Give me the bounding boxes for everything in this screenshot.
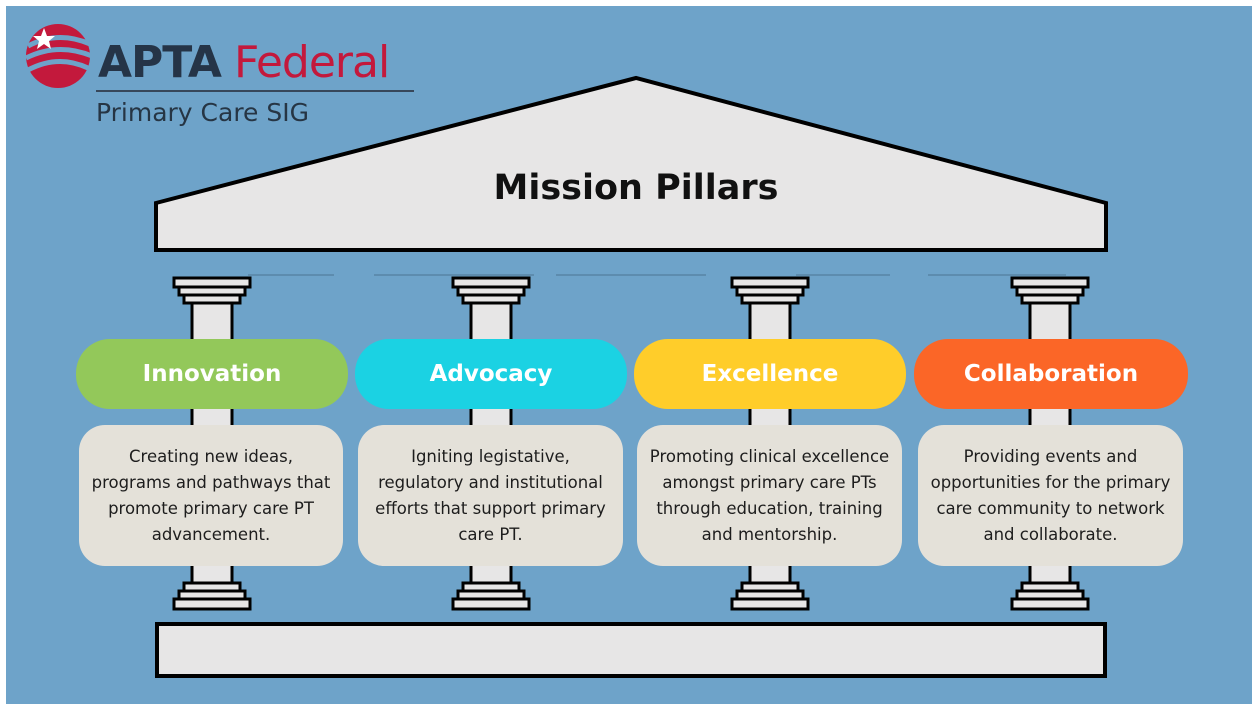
- pillar-description-advocacy: Igniting legistative, regulatory and ins…: [358, 425, 623, 566]
- pillar-label-excellence: Excellence: [634, 339, 906, 409]
- pillar-description-innovation: Creating new ideas, programs and pathway…: [79, 425, 343, 566]
- logo-wordmark: APTA Federal: [98, 37, 390, 88]
- pillar-description-excellence: Promoting clinical excellence amongst pr…: [637, 425, 902, 566]
- infographic-canvas: APTA Federal Primary Care SIG Mission Pi…: [6, 6, 1252, 704]
- pillar-label-advocacy: Advocacy: [355, 339, 627, 409]
- logo-divider: [96, 90, 414, 92]
- temple-roof: [154, 75, 1108, 252]
- logo-subtitle: Primary Care SIG: [96, 98, 310, 127]
- apta-emblem-icon: [24, 24, 93, 88]
- page-title: Mission Pillars: [493, 168, 779, 208]
- temple-base: [155, 622, 1107, 678]
- pillar-description-collaboration: Providing events and opportunities for t…: [918, 425, 1183, 566]
- logo-name: Federal: [233, 37, 390, 88]
- logo-brand: APTA: [98, 37, 222, 88]
- pillar-label-collaboration: Collaboration: [914, 339, 1188, 409]
- pillar-label-innovation: Innovation: [76, 339, 348, 409]
